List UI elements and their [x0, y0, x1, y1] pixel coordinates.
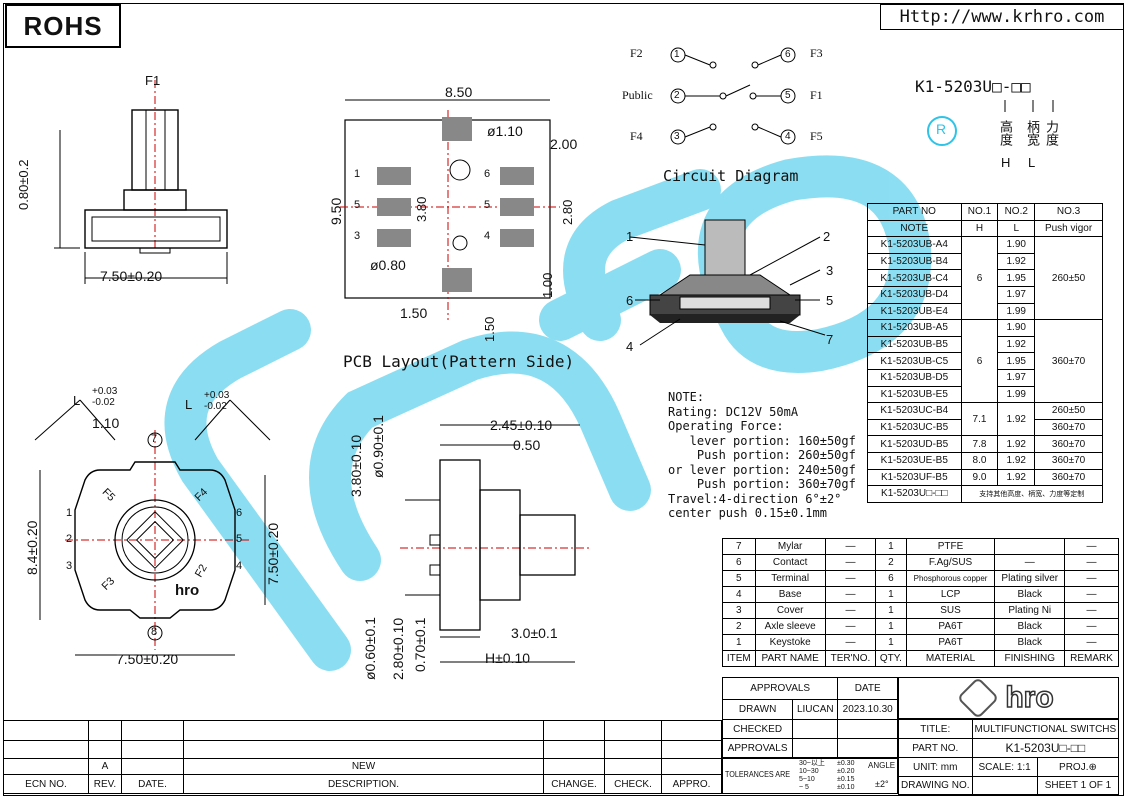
side2-d3: 2.45±0.10 — [490, 417, 553, 433]
front-tol-plus-left: +0.03 — [92, 386, 118, 397]
pcb-caption: PCB Layout(Pattern Side) — [343, 352, 575, 371]
side-f1-label: F1 — [145, 73, 161, 88]
title-logo-box: hro — [898, 676, 1119, 720]
cross-section-drawing — [629, 219, 826, 346]
section-label: 4 — [626, 339, 634, 354]
circuit-node: 5 — [785, 90, 791, 101]
front-pin-label: 1 — [66, 507, 73, 519]
pcb-hole-big-dim: ø1.10 — [487, 123, 523, 139]
front-tol-minus-right: -0.02 — [204, 401, 227, 412]
rohs-badge: ROHS — [5, 4, 121, 48]
front-logo: hro — [175, 582, 200, 599]
pcb-pad-gap-dim: 2.80 — [560, 199, 575, 225]
circuit-f3: F3 — [810, 46, 823, 60]
circuit-node: 3 — [674, 131, 680, 142]
title-info-table: TITLE:MULTIFUNCTIONAL SWITCHS PART NO.K1… — [898, 719, 1120, 795]
circuit-node: 2 — [674, 90, 680, 101]
front-l-right: L — [185, 397, 193, 412]
circuit-f2: F2 — [630, 46, 643, 60]
front-tol-minus-left: -0.02 — [92, 397, 115, 408]
front-top-dim: 1.10 — [92, 415, 120, 431]
circuit-node: 4 — [785, 131, 791, 142]
model-note-width: 柄宽 — [1025, 120, 1040, 146]
front-pin-label: 5 — [236, 533, 243, 545]
model-note-height: 高度 — [998, 120, 1013, 146]
section-label: 2 — [823, 229, 831, 244]
circuit-node: 1 — [674, 49, 680, 60]
front-pin-bottom: 8 — [151, 626, 158, 638]
front-pin-top: 7 — [151, 433, 158, 445]
pcb-pad-label: 5 — [484, 199, 491, 211]
front-tol-plus-right: +0.03 — [204, 390, 230, 401]
side-width-dim: 7.50±0.20 — [100, 268, 163, 284]
side2-d4: 0.50 — [513, 437, 541, 453]
pcb-pad-label: 3 — [354, 230, 361, 242]
section-label: 3 — [826, 263, 834, 278]
hro-logo-icon — [957, 676, 1000, 720]
section-label: 6 — [626, 293, 634, 308]
pcb-layout-drawing — [340, 99, 560, 320]
side-view-drawing — [54, 80, 228, 284]
section-label: 5 — [826, 293, 834, 308]
side-height-dim: 0.80±0.2 — [16, 159, 31, 210]
drawing-frame — [3, 3, 1124, 796]
model-code-arrows — [927, 100, 1054, 146]
side2-d5: ø0.60±0.1 — [362, 617, 378, 680]
circuit-f5: F5 — [810, 129, 823, 143]
side2-d8: 3.0±0.1 — [511, 625, 558, 641]
front-bottom-dim: 7.50±0.20 — [116, 651, 179, 667]
front-l-left: L — [73, 393, 81, 408]
pcb-inner-dim: 3.80 — [414, 196, 429, 222]
model-note-force: 力度 — [1044, 120, 1059, 146]
pcb-pad-label: 6 — [484, 168, 491, 180]
circuit-f1: F1 — [810, 88, 823, 102]
pcb-pad-label: 5 — [354, 199, 361, 211]
pcb-pad-label: 4 — [484, 230, 491, 242]
section-label: 1 — [626, 229, 634, 244]
front-height-dim: 8.4±0.20 — [24, 520, 40, 575]
circuit-caption: Circuit Diagram — [663, 167, 799, 185]
model-code: K1-5203U□-□□ — [915, 77, 1031, 96]
pcb-pad-w-dim: 1.50 — [400, 305, 428, 321]
pcb-pad-label: 1 — [354, 168, 361, 180]
pcb-width-dim: 8.50 — [445, 84, 473, 100]
circuit-public: Public — [622, 88, 653, 102]
circuit-f4: F4 — [630, 129, 643, 143]
circuit-node: 6 — [785, 49, 791, 60]
projection-icon: ⊕ — [1088, 761, 1097, 773]
model-note-h: H — [1001, 155, 1011, 170]
circuit-diagram — [670, 47, 796, 145]
front-pin-label: 4 — [236, 560, 243, 572]
front-view-drawing — [34, 399, 271, 656]
section-label: 7 — [826, 332, 834, 347]
side2-d6: 2.80±0.10 — [390, 617, 406, 680]
registered-mark: R — [936, 121, 947, 137]
pcb-pad-w2-dim: 1.50 — [482, 316, 497, 342]
front-pin-label: 3 — [66, 560, 73, 572]
website-url[interactable]: Http://www.krhro.com — [880, 4, 1124, 30]
front-pin-label: 2 — [66, 533, 73, 545]
front-right-dim: 7.50±0.20 — [265, 522, 281, 585]
pcb-pitch-dim: 2.00 — [550, 136, 578, 152]
hro-logo-text: hro — [1005, 680, 1055, 715]
pcb-height-dim: 9.50 — [328, 197, 344, 225]
side-view2-drawing — [400, 424, 590, 663]
side2-d7: 0.70±0.1 — [412, 617, 428, 672]
side2-d1: 3.80±0.10 — [348, 434, 364, 497]
side2-d2: ø0.90±0.1 — [370, 415, 386, 478]
pcb-hole-small-dim: ø0.80 — [370, 257, 406, 273]
side2-d9: H±0.10 — [485, 650, 531, 666]
model-note-l: L — [1028, 155, 1036, 170]
front-pin-label: 6 — [236, 507, 243, 519]
pcb-pad-h-dim: 1.00 — [540, 272, 555, 298]
